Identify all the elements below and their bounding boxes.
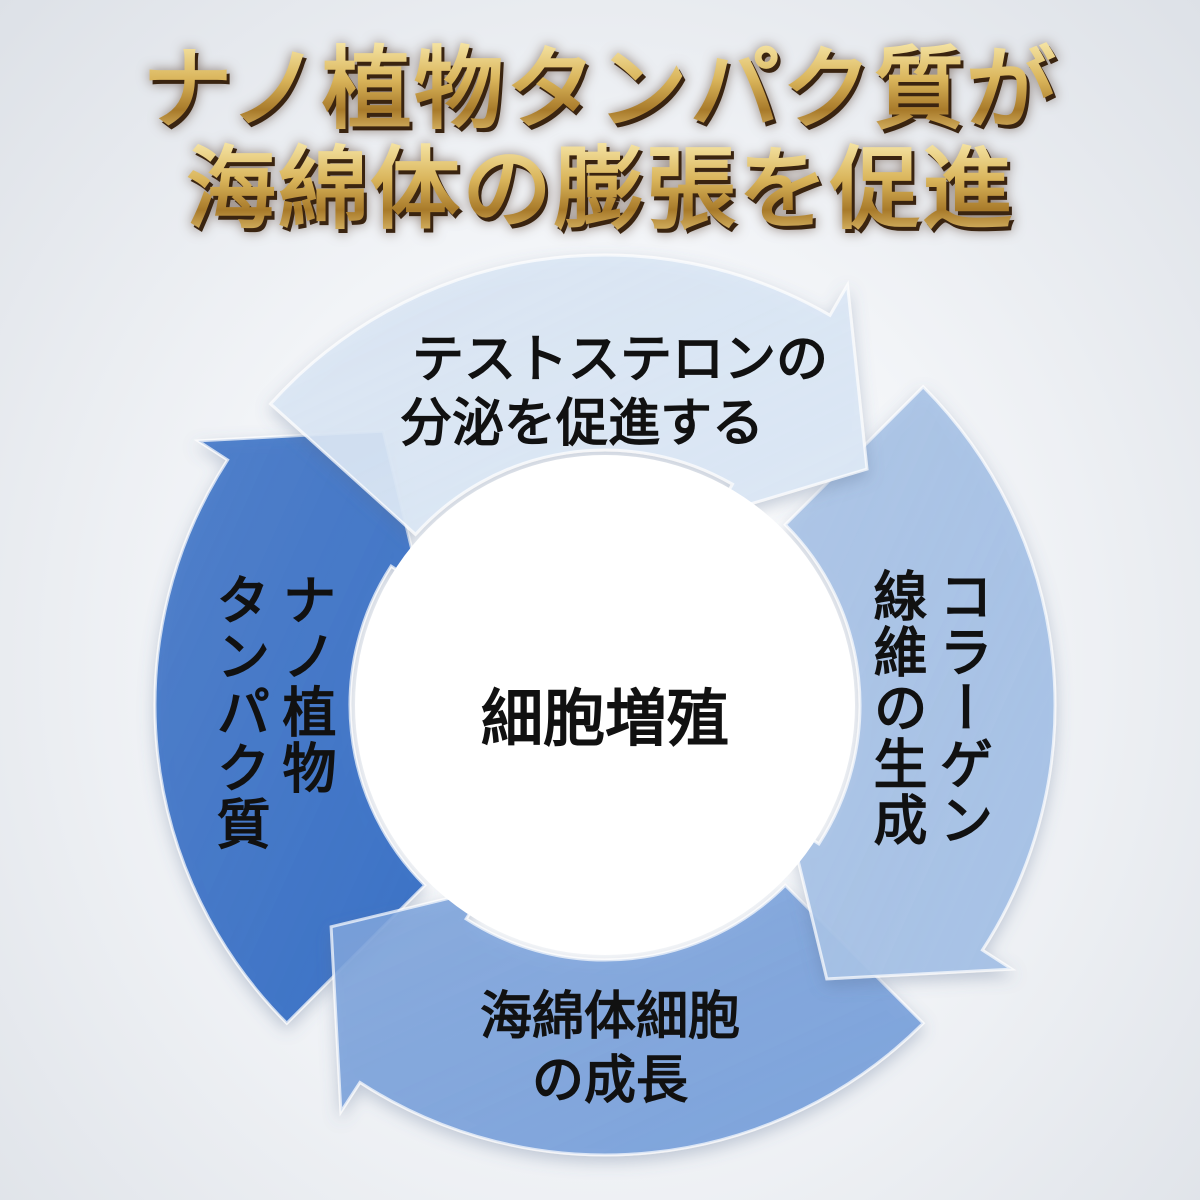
title-line-1: ナノ植物タンパク質が — [0, 40, 1200, 140]
cycle-arrow-2 — [783, 384, 1057, 981]
step-4-line-2: タンパク質 — [207, 572, 270, 852]
step-4-line-1: ナノ植物 — [273, 572, 336, 796]
cycle-arrow-4 — [153, 429, 427, 1026]
step-3-line-2: の成長 — [531, 1051, 688, 1111]
step-1-line-2: 分泌を促進する — [400, 394, 765, 454]
step-3-line-1: 海綿体細胞 — [479, 987, 740, 1047]
center-label: 細胞増殖 — [480, 682, 729, 755]
center-circle — [355, 455, 855, 955]
step-1-label: テストステロンの 分泌を促進する — [370, 328, 870, 456]
step-2-line-1: コラーゲン — [930, 568, 993, 848]
cycle-arrow-3 — [329, 883, 926, 1157]
title-line-2: 海綿体の膨張を促進 — [0, 140, 1200, 240]
step-3-label: 海綿体細胞 の成長 — [410, 985, 810, 1113]
cycle-arrow-1 — [268, 253, 869, 537]
step-2-line-2: 線維の生成 — [864, 568, 927, 848]
step-4-label: ナノ植物 タンパク質 — [205, 572, 337, 852]
step-1-line-1: テストステロンの — [411, 330, 828, 390]
step-2-label: コラーゲン 線維の生成 — [862, 568, 994, 848]
